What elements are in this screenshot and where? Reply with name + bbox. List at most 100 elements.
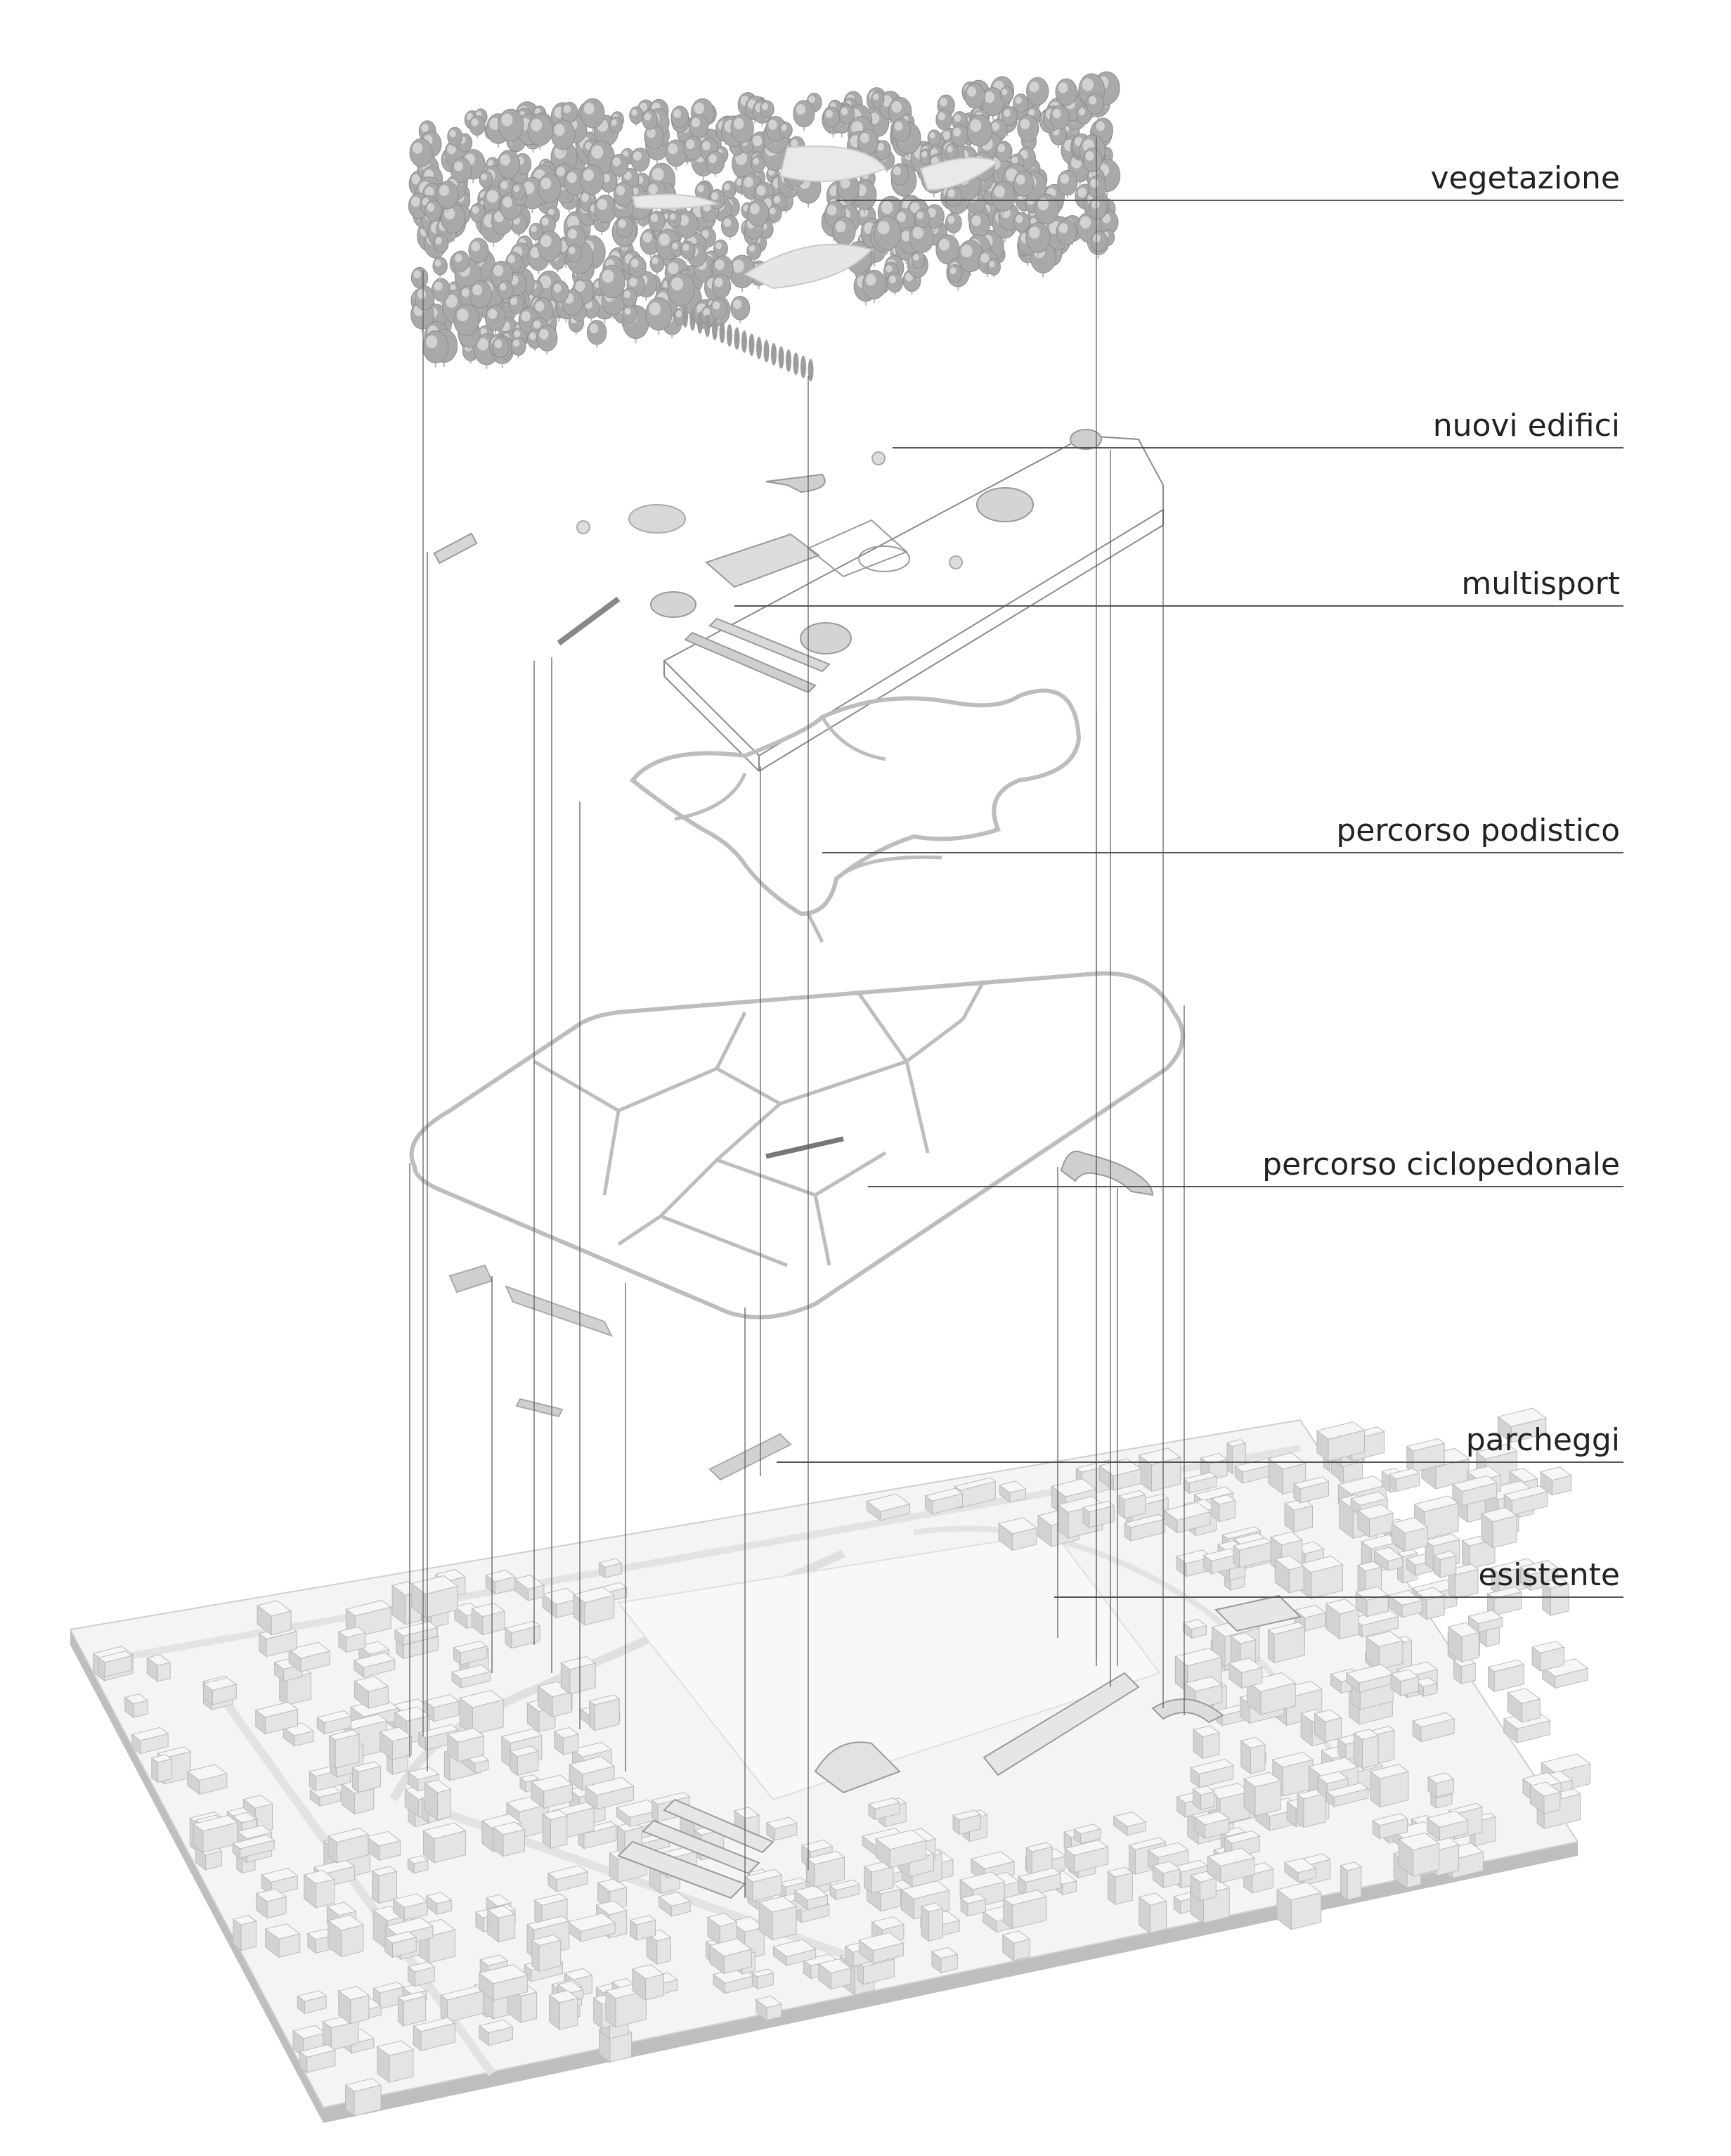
tree	[987, 258, 1001, 278]
poplar-tree	[748, 333, 755, 356]
tree-crown	[436, 181, 459, 209]
building-facade	[772, 1906, 797, 1941]
tree-highlight	[611, 119, 617, 126]
building-facade	[1303, 1793, 1326, 1828]
small-kiosk	[871, 451, 886, 465]
tree-highlight	[531, 118, 543, 131]
tree	[594, 194, 617, 227]
tree-crown	[432, 278, 450, 302]
tree-highlight	[1052, 108, 1061, 119]
tree-highlight	[642, 232, 652, 243]
tree-highlight	[703, 308, 711, 316]
tree	[667, 272, 695, 311]
tree	[1078, 73, 1106, 111]
tree	[945, 143, 959, 162]
tree-highlight	[648, 184, 658, 195]
building-side	[124, 1696, 134, 1719]
poplar-tree	[689, 308, 696, 331]
building-side	[233, 1918, 242, 1951]
long-shed	[642, 1819, 760, 1875]
building	[316, 1710, 352, 1735]
building-side	[493, 1826, 504, 1857]
cycle-path-link	[905, 1061, 930, 1154]
tree-highlight	[997, 144, 1006, 153]
tree-highlight	[477, 337, 488, 351]
tree-crown	[511, 182, 526, 200]
building-side	[404, 1788, 420, 1818]
callout-leaders	[734, 200, 1623, 1598]
tree	[529, 223, 543, 243]
building-facade	[378, 1871, 397, 1904]
tree	[862, 269, 886, 303]
building-side	[341, 1783, 355, 1815]
tree	[1001, 105, 1018, 129]
building-side	[283, 1726, 295, 1747]
tree-highlight	[748, 245, 756, 252]
building-side	[202, 1682, 213, 1705]
poplar-tree	[793, 352, 799, 375]
building-side	[1073, 1828, 1082, 1845]
tree-highlight	[841, 107, 848, 115]
tree-crown	[966, 114, 993, 147]
tree-highlight	[938, 112, 945, 121]
building-facade	[1199, 1878, 1217, 1902]
tree-highlight	[486, 190, 498, 203]
building	[1391, 1517, 1429, 1552]
tree	[945, 212, 962, 236]
tree-crown	[730, 113, 754, 143]
building-side	[598, 1562, 606, 1579]
tree	[498, 108, 524, 146]
tree-highlight	[686, 139, 695, 150]
tree-crown	[793, 100, 815, 128]
tree	[538, 173, 562, 207]
poplar-tree	[800, 356, 806, 378]
building-side	[1267, 1629, 1275, 1664]
tree-highlight	[623, 290, 631, 298]
building	[298, 2044, 337, 2074]
tree-highlight	[679, 214, 689, 226]
tree-crown	[1034, 193, 1060, 225]
tree	[433, 233, 449, 256]
building-side	[454, 1606, 467, 1629]
building	[425, 1892, 453, 1916]
building	[1002, 1890, 1047, 1930]
tree-highlight	[949, 266, 957, 275]
tree-crown	[874, 216, 902, 250]
tree-highlight	[671, 277, 684, 291]
building	[772, 1939, 817, 1967]
building-side	[1207, 1856, 1221, 1884]
building	[867, 1797, 901, 1821]
building-side	[549, 1994, 560, 2031]
tree-highlight	[750, 203, 760, 214]
building	[1372, 1813, 1408, 1840]
tree-highlight	[591, 145, 604, 159]
tree-cluster	[408, 71, 1121, 382]
tree	[668, 211, 682, 230]
tree-highlight	[910, 202, 920, 214]
building	[1246, 1672, 1297, 1715]
tree-crown	[479, 170, 493, 188]
tree	[468, 238, 489, 266]
building-side	[426, 1895, 438, 1916]
building-side	[1448, 1626, 1463, 1663]
tree	[680, 240, 696, 262]
tree	[469, 115, 486, 138]
tree-highlight	[971, 215, 981, 226]
tree-highlight	[622, 150, 629, 157]
tree-crown	[410, 266, 429, 289]
building	[254, 1701, 299, 1735]
building	[124, 1693, 149, 1719]
building	[1415, 1677, 1438, 1698]
building-facade	[1288, 1566, 1304, 1594]
building-side	[952, 1814, 960, 1835]
building	[560, 1655, 597, 1695]
building-side	[345, 2084, 355, 2117]
tree-highlight	[447, 144, 456, 155]
building-facade	[157, 1662, 171, 1682]
tree-highlight	[994, 186, 1005, 198]
label-esistente: esistente	[1478, 1557, 1620, 1593]
building	[1124, 1513, 1166, 1542]
tree-highlight	[1058, 223, 1068, 234]
building-side	[1193, 1729, 1203, 1760]
tree-highlight	[711, 192, 719, 200]
